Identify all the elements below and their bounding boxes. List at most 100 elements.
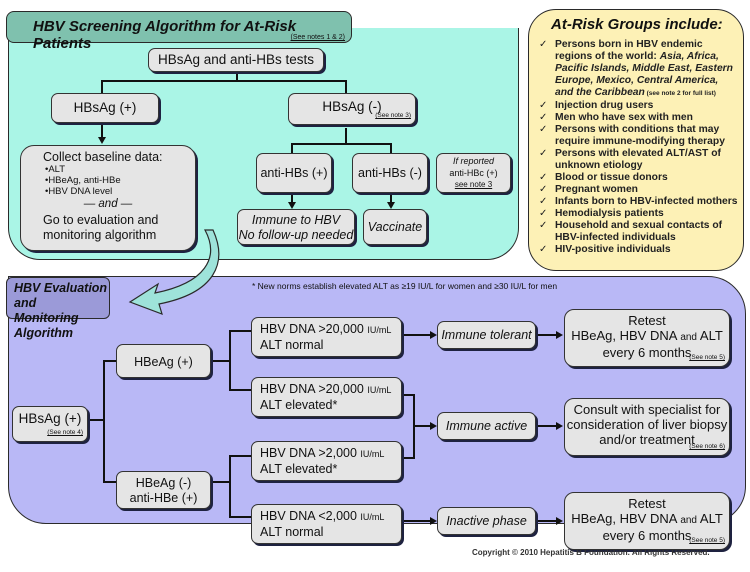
outcome-line: every 6 months	[602, 345, 692, 360]
immune-line: Immune to HBV	[251, 213, 341, 227]
dna-level: HBV DNA >2,000 IU/mL	[260, 446, 401, 462]
risk-group-item: ✓HIV-positive individuals	[539, 244, 739, 256]
baseline-item: •HBV DNA level	[45, 186, 113, 197]
dna-unit: IU/mL	[367, 325, 392, 335]
risk-group-text: Household and sexual contacts of HBV-inf…	[555, 220, 723, 243]
baseline-goto: Go to evaluation and monitoring algorith…	[43, 213, 159, 242]
outcome-line: and/or treatment	[599, 432, 695, 447]
connector	[390, 192, 392, 204]
connector	[536, 334, 556, 336]
risk-group-item: ✓Infants born to HBV-infected mothers	[539, 196, 739, 208]
baseline-heading: Collect baseline data:	[43, 150, 163, 164]
baseline-box: Collect baseline data: •ALT •HBeAg, anti…	[20, 145, 196, 251]
anti-hbs-positive-label: anti-HBs (+)	[260, 166, 328, 180]
anti-hbc-line: anti-HBc (+)	[449, 167, 498, 178]
dna-unit: IU/mL	[367, 385, 392, 395]
connector	[211, 481, 231, 483]
connector	[345, 80, 347, 94]
phase-box-inactive: Inactive phase	[437, 507, 536, 535]
risk-group-item: ✓ Persons with elevated ALT/AST of unknow…	[539, 148, 739, 172]
phase-label: Immune active	[445, 419, 528, 433]
hbeag-negative-box: HBeAg (-) anti-HBe (+)	[116, 471, 211, 509]
connector	[229, 330, 231, 390]
outcome-text: and	[680, 332, 697, 343]
check-icon: ✓	[539, 172, 548, 183]
anti-hbs-negative-box: anti-HBs (-)	[352, 153, 428, 193]
hbsag-negative-label: HBsAg (-)	[322, 99, 382, 114]
risk-group-item: ✓Persons with conditions that may requir…	[539, 124, 739, 148]
outcome-note: (See note 5)	[689, 354, 725, 361]
alt-status: ALT normal	[260, 525, 324, 539]
alt-status: ALT elevated*	[260, 398, 338, 412]
arrow-right-icon	[430, 331, 437, 339]
connector	[291, 143, 391, 145]
hbeag-negative-line: HBeAg (-)	[135, 476, 192, 490]
outcome-note: (See note 6)	[689, 443, 725, 450]
arrow-down-icon	[98, 137, 106, 144]
connector	[402, 457, 415, 459]
phase-label: Inactive phase	[446, 514, 527, 528]
dna-unit: IU/mL	[360, 512, 385, 522]
arrow-down-icon	[387, 202, 395, 209]
alt-status: ALT normal	[260, 338, 324, 352]
alt-status: ALT elevated*	[260, 462, 338, 476]
phase-box-immune-active: Immune active	[437, 412, 536, 440]
outcome-line: every 6 months	[602, 528, 692, 543]
check-icon: ✓	[539, 196, 548, 207]
outcome-line: consideration of liver biopsy	[566, 417, 728, 432]
check-icon: ✓	[539, 184, 548, 195]
risk-group-text: HIV-positive individuals	[555, 244, 671, 255]
connector	[291, 192, 293, 204]
connector	[402, 394, 415, 396]
arrow-right-icon	[556, 422, 563, 430]
connector	[101, 122, 103, 138]
connector	[536, 520, 556, 522]
dna-value: HBV DNA >2,000	[260, 446, 361, 460]
baseline-and: — and —	[83, 198, 133, 210]
risk-group-text: (see note 2 for full list)	[644, 90, 716, 97]
connector	[402, 334, 430, 336]
anti-hbc-line: If reported	[452, 156, 495, 166]
connector	[103, 360, 117, 362]
risk-group-item: ✓ Blood or tissue donors	[539, 172, 739, 184]
check-icon: ✓	[539, 39, 548, 50]
risk-group-text: Blood or tissue donors	[555, 172, 668, 183]
risk-group-text: Persons with elevated ALT/AST of unknown…	[555, 148, 721, 171]
screening-title: HBV Screening Algorithm for At-Risk Pati…	[33, 18, 297, 52]
outcome-line: Retest	[628, 313, 666, 328]
dna-unit: IU/mL	[360, 449, 385, 459]
baseline-item: •HBeAg, anti-HBe	[45, 175, 121, 186]
risk-groups-panel: At-Risk Groups include: ✓Persons born in…	[528, 9, 744, 271]
connector	[229, 389, 251, 391]
arrow-right-icon	[430, 422, 437, 430]
risk-group-text: Asia, Africa, Pacific Islands, Middle Ea…	[555, 51, 733, 98]
risk-group-item: ✓Hemodialysis patients	[539, 208, 739, 220]
evaluation-title-line: Monitoring Algorithm	[14, 311, 79, 340]
dna-level: HBV DNA <2,000 IU/mL	[260, 509, 401, 525]
outcome-line: Retest	[628, 496, 666, 511]
connector	[101, 80, 346, 82]
check-icon: ✓	[539, 220, 548, 231]
connector	[413, 425, 430, 427]
check-icon: ✓	[539, 148, 548, 159]
copyright: Copyright © 2010 Hepatitis B Foundation.…	[472, 548, 710, 557]
outcome-text: ALT	[697, 511, 723, 526]
risk-group-item: ✓ Household and sexual contacts of HBV-in…	[539, 220, 739, 244]
hbsag-positive-label: HBsAg (+)	[73, 100, 137, 115]
risk-groups-title: At-Risk Groups include:	[551, 16, 723, 33]
anti-hbs-positive-box: anti-HBs (+)	[256, 153, 332, 193]
norms-note: * New norms establish elevated ALT as ≥1…	[252, 281, 558, 291]
hbeag-positive-label: HBeAg (+)	[134, 355, 193, 369]
connector	[103, 481, 117, 483]
curved-arrow-icon	[128, 229, 220, 315]
risk-groups-list: ✓Persons born in HBV endemic regions of …	[539, 39, 739, 256]
connector	[229, 516, 251, 518]
hbsag-negative-note: (See note 3)	[375, 112, 411, 119]
arrow-down-icon	[288, 202, 296, 209]
outcome-line: HBeAg, HBV DNA and ALT	[565, 511, 729, 528]
